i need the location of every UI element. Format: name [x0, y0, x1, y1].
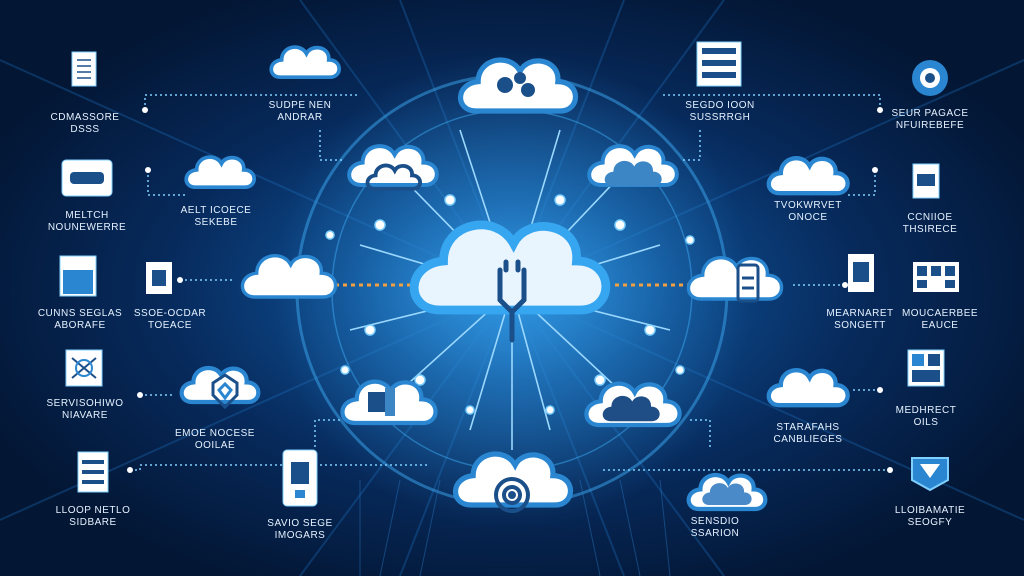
label-5-line2: NOUNEWERRE — [47, 222, 127, 233]
building-right-icon — [848, 254, 874, 292]
label-2-line2: ANDRAR — [277, 112, 323, 123]
shield-icon — [211, 373, 239, 410]
label-15-line1: STARAFAHS — [776, 422, 840, 433]
label-7-line1: TVOKWRVET — [774, 200, 842, 211]
server-rack-icon — [696, 41, 742, 87]
monitor-icon — [61, 159, 113, 197]
label-12-line1: MOUCAERBEE — [901, 308, 979, 319]
database-icon — [77, 451, 109, 493]
label-18-line1: SAVIO SEGE — [267, 518, 333, 529]
lock-icon — [497, 259, 527, 343]
label-1-line1: CDMASSORE — [50, 112, 120, 123]
cloud-small-3 — [182, 368, 259, 402]
label-12-line2: EAUCE — [921, 320, 959, 331]
label-16-line2: OILS — [913, 417, 939, 428]
label-17-line1: LLOOP NETLO — [55, 505, 131, 516]
label-20-line1: LLOIBAMATIE — [894, 505, 966, 516]
central-cloud — [414, 225, 606, 310]
label-6-line1: AELT ICOECE — [180, 205, 252, 216]
label-11-line2: SONGETT — [834, 320, 886, 331]
label-13-line1: SERVISOHIWO — [46, 398, 124, 409]
label-9-line2: ABORAFE — [54, 320, 106, 331]
map-icon — [65, 349, 103, 387]
label-10-line2: TOEACE — [148, 320, 192, 331]
cloud-small-2 — [769, 158, 848, 193]
label-20-line2: SEOGFY — [907, 517, 953, 528]
label-19-line2: SSARION — [690, 528, 740, 539]
label-14-line2: OOILAE — [194, 440, 236, 451]
laptop-icon — [912, 163, 940, 199]
label-3-line2: SUSSRRGH — [689, 112, 751, 123]
label-8-line2: THSIRECE — [902, 224, 958, 235]
label-14-line1: EMOE NOCESE — [175, 428, 255, 439]
label-1-line2: DSSS — [70, 124, 100, 135]
data-icon — [497, 72, 535, 97]
label-10-line1: SSOE-OCDAR — [133, 308, 207, 319]
storage-icon — [59, 255, 97, 297]
folder-icon — [368, 388, 395, 416]
label-6-line2: SEKEBE — [194, 217, 238, 228]
document-icon — [71, 51, 97, 87]
cloud-right-mid — [686, 255, 784, 301]
label-9-line1: CUNNS SEGLAS — [37, 308, 123, 319]
label-19-line1: SENSDIO — [690, 516, 740, 527]
label-3-line1: SEGDO IOON — [685, 100, 755, 111]
cloud-left-mid — [240, 253, 338, 299]
gear-icon — [912, 60, 948, 96]
cloud-upper-left — [349, 146, 437, 185]
top-cloud — [461, 60, 576, 111]
cloud-small-4 — [769, 370, 848, 405]
cloud-small-1 — [184, 155, 257, 190]
label-4-line2: NFUIREBEFE — [895, 120, 965, 131]
target-icon — [494, 477, 530, 513]
building-icon — [146, 262, 172, 294]
label-7-line2: ONOCE — [788, 212, 828, 223]
label-17-line2: SIDBARE — [69, 517, 117, 528]
grid-icon — [913, 262, 959, 292]
label-18-line2: IMOGARS — [274, 530, 326, 541]
label-13-line2: NIAVARE — [62, 410, 108, 421]
label-8-line1: CCNIIOE — [907, 212, 953, 223]
badge-icon — [911, 457, 949, 492]
label-5-line1: MELTCH — [65, 210, 109, 221]
dashboard-icon — [907, 349, 945, 387]
label-4-line1: SEUR PAGACE — [891, 108, 969, 119]
label-2-line1: SUDPE NEN — [268, 100, 332, 111]
server-icon — [736, 263, 760, 303]
label-11-line1: MEARNARET — [826, 308, 894, 319]
label-15-line2: CANBLIEGES — [773, 434, 843, 445]
label-16-line1: MEDHRECT — [895, 405, 957, 416]
device-lock-icon — [282, 449, 318, 507]
cloud-small-5 — [269, 45, 342, 80]
